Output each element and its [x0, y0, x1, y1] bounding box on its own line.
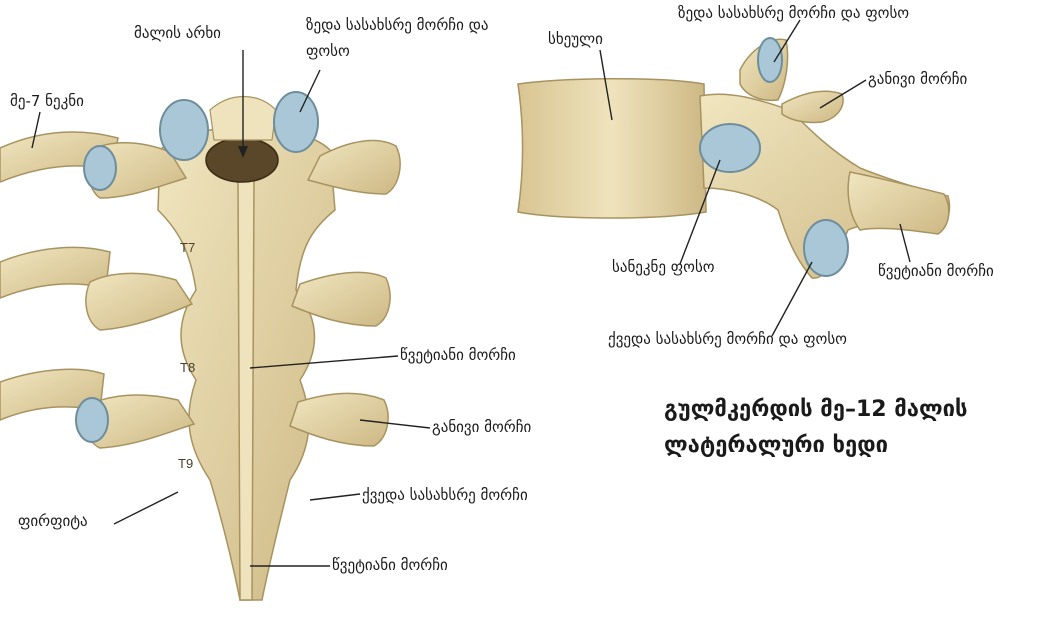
label-lamina: ფირფიტა — [18, 512, 88, 530]
superior-articular-facet-lateral — [758, 38, 782, 82]
vertebral-foramen — [206, 138, 278, 182]
label-transverse-process-posterior: განივი მორჩი — [432, 418, 531, 436]
label-costal-facet: სანეკნე ფოსო — [612, 258, 715, 276]
rib-tubercle-facet — [84, 146, 116, 190]
lateral-view-caption: გულმკერდის მე–12 მალის ლატერალური ხედი — [664, 392, 1059, 464]
label-vertebral-foramen: მალის არხი — [134, 24, 221, 42]
label-inferior-articular-process-posterior: ქვედა სასახსრე მორჩი — [362, 486, 528, 504]
label-seventh-rib: მე-7 ნეკნი — [10, 92, 84, 110]
vertebra-label-t8: T8 — [180, 360, 195, 375]
inferior-articular-facet — [804, 220, 848, 276]
costal-facet — [700, 124, 760, 172]
caption-line-2: ლატერალური ხედი — [664, 428, 1059, 464]
caption-line-1: გულმკერდის მე–12 მალის — [664, 392, 1059, 428]
label-inferior-articular-process-lateral: ქვედა სასახსრე მორჩი და ფოსო — [608, 330, 847, 348]
label-spinous-process-lateral: წვეტიანი მორჩი — [878, 262, 994, 280]
label-spinous-process-t8: წვეტიანი მორჩი — [400, 346, 516, 364]
label-spinous-process-t9: წვეტიანი მორჩი — [332, 556, 448, 574]
superior-articular-facet-left — [160, 100, 208, 160]
vertebral-body — [518, 79, 706, 218]
vertebra-label-t9: T9 — [178, 456, 193, 471]
label-superior-articular-process-posterior: ზედა სასახსრე მორჩი და ფოსო — [306, 12, 496, 64]
label-superior-articular-process-lateral: ზედა სასახსრე მორჩი და ფოსო — [678, 4, 909, 22]
label-body: სხეული — [548, 30, 603, 48]
vertebra-label-t7: T7 — [180, 240, 195, 255]
superior-articular-facet-right — [274, 92, 318, 152]
rib-tubercle-facet-2 — [76, 398, 108, 442]
posterior-vertebral-column — [86, 128, 400, 601]
label-transverse-process-lateral: განივი მორჩი — [868, 70, 967, 88]
